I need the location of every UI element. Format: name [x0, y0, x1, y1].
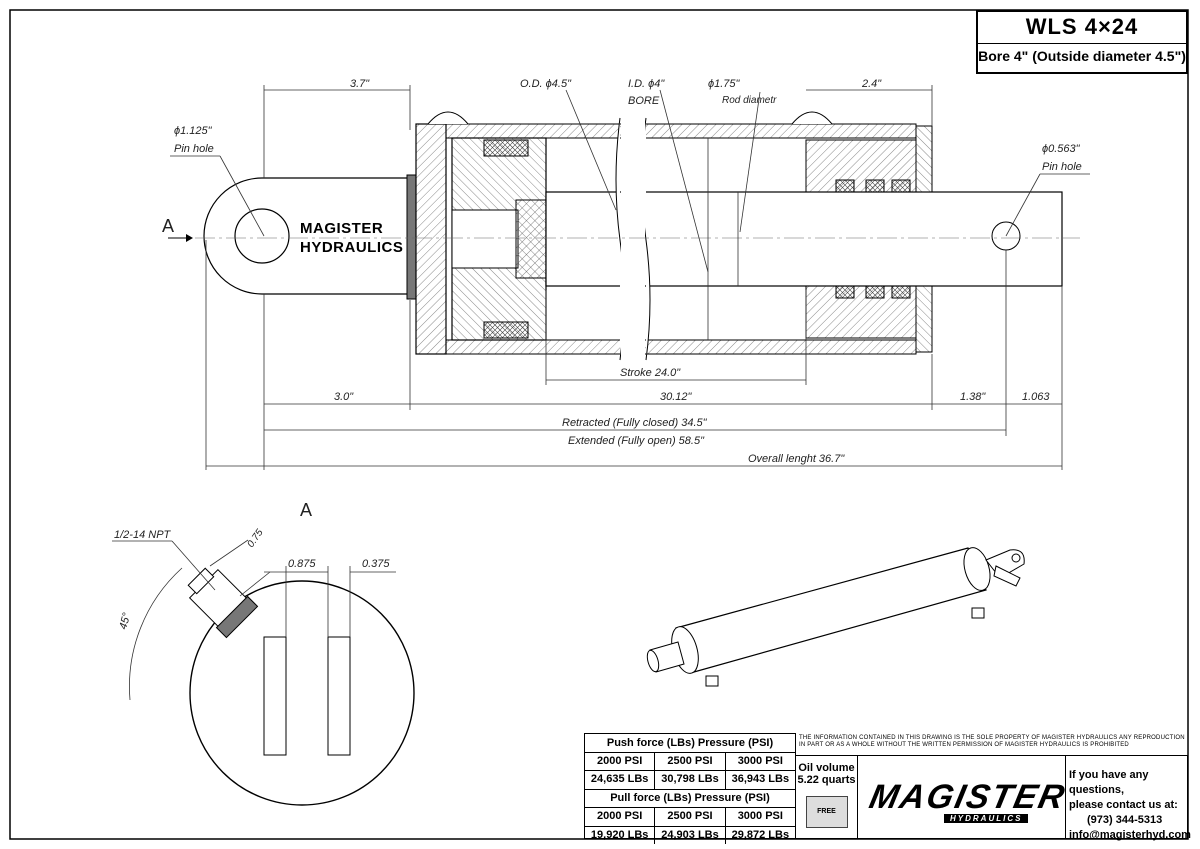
dim-rod-label: Rod diametr	[722, 95, 777, 106]
cylinder-section-view: MAGISTER HYDRAULICS A	[162, 111, 1080, 362]
pull-value-cell: 29,872 LBs	[731, 828, 790, 841]
push-value-cell: 30,798 LBs	[655, 771, 726, 789]
brand-line-1: MAGISTER	[300, 220, 383, 237]
pull-value-cell: 19,920 LBs	[585, 826, 656, 844]
dim-rod: ϕ1.75"	[708, 78, 741, 90]
view-a-0375: 0.375	[362, 558, 390, 570]
contact-phone[interactable]: (973) 344-5313	[1087, 814, 1163, 826]
dim-3-0: 3.0"	[334, 391, 354, 403]
end-view-a: A 1/2-14 NPT 0.75 0.875 0.375 45°	[112, 500, 415, 806]
pull-value-row: 19,920 LBs 24,903 LBs 29,872 LBs	[585, 826, 795, 844]
pressure-cell: 2500 PSI	[655, 808, 726, 826]
dim-od: O.D. ϕ4.5"	[520, 78, 572, 90]
model-title: WLS 4×24	[1025, 14, 1139, 39]
pressure-cell: 3000 PSI	[737, 754, 783, 767]
brand-line-2: HYDRAULICS	[300, 239, 403, 256]
dim-retracted: Retracted (Fully closed) 34.5"	[562, 417, 708, 429]
dim-extended: Extended (Fully open) 58.5"	[568, 435, 705, 447]
contact-email[interactable]: info@magisterhyd.com	[1069, 829, 1191, 841]
company-logo: MAGISTER HYDRAULICS	[858, 755, 1070, 839]
pressure-cell: 2000 PSI	[585, 808, 656, 826]
oil-volume-value: 5.22 quarts	[797, 774, 856, 786]
push-value-cell: 24,635 LBs	[585, 771, 656, 789]
pin-right-label: Pin hole	[1042, 161, 1082, 173]
pull-header-row: Pull force (LBs) Pressure (PSI)	[585, 790, 795, 808]
logo-subline: HYDRAULICS	[944, 814, 1029, 823]
dim-1-38: 1.38"	[960, 391, 986, 403]
view-a-angle: 45°	[117, 611, 133, 631]
dimensions: 3.7" 2.4" O.D. ϕ4.5" I.D. ϕ4" BORE ϕ1.75…	[170, 78, 1090, 470]
view-a-0875: 0.875	[288, 558, 316, 570]
dim-stroke: Stroke 24.0"	[620, 367, 681, 379]
dim-30-12: 30.12"	[660, 391, 693, 403]
contact-line-1: If you have any questions,	[1069, 769, 1149, 796]
isometric-view	[646, 547, 1025, 687]
pull-pressure-row: 2000 PSI 2500 PSI 3000 PSI	[585, 808, 795, 827]
pressure-cell: 3000 PSI	[737, 810, 783, 822]
section-marker: A	[162, 216, 174, 236]
contact-line-2: please contact us at:	[1069, 799, 1178, 811]
logo-wordmark: MAGISTER	[866, 778, 1070, 816]
force-table: Push force (LBs) Pressure (PSI) 2000 PSI…	[584, 733, 796, 844]
view-a-075: 0.75	[245, 527, 265, 550]
view-a-npt: 1/2-14 NPT	[114, 529, 172, 541]
free-shipping-badge: FREE	[805, 796, 848, 828]
contact-info: If you have any questions, please contac…	[1066, 755, 1191, 841]
pin-left-dia: ϕ1.125"	[174, 125, 213, 137]
dim-1-063: 1.063	[1022, 391, 1050, 403]
push-header-row: Push force (LBs) Pressure (PSI)	[585, 734, 795, 753]
pressure-cell: 2500 PSI	[655, 752, 726, 770]
oil-volume-cell: Oil volume 5.22 quarts FREE	[796, 755, 858, 839]
push-header: Push force (LBs) Pressure (PSI)	[606, 736, 774, 749]
dim-3-7: 3.7"	[350, 78, 370, 90]
view-a-title: A	[300, 500, 312, 520]
push-value-row: 24,635 LBs 30,798 LBs 36,943 LBs	[585, 771, 795, 790]
push-pressure-row: 2000 PSI 2500 PSI 3000 PSI	[585, 752, 795, 771]
title-block: WLS 4×24 Bore 4" (Outside diameter 4.5")	[976, 10, 1188, 74]
push-value-cell: 36,943 LBs	[731, 773, 790, 785]
pressure-cell: 2000 PSI	[585, 752, 656, 770]
pull-value-cell: 24,903 LBs	[655, 826, 726, 844]
bore-subtitle: Bore 4" (Outside diameter 4.5")	[978, 43, 1186, 64]
dim-bore: BORE	[628, 95, 660, 107]
dim-2-4: 2.4"	[861, 78, 882, 90]
pin-left-label: Pin hole	[174, 143, 214, 155]
oil-volume-label: Oil volume	[798, 762, 855, 774]
pull-header: Pull force (LBs) Pressure (PSI)	[610, 792, 770, 805]
pin-right-dia: ϕ0.563"	[1042, 143, 1081, 155]
dim-id: I.D. ϕ4"	[628, 78, 665, 90]
dim-overall: Overall lenght 36.7"	[748, 453, 845, 465]
copyright-notice: THE INFORMATION CONTAINED IN THIS DRAWIN…	[799, 735, 1185, 748]
